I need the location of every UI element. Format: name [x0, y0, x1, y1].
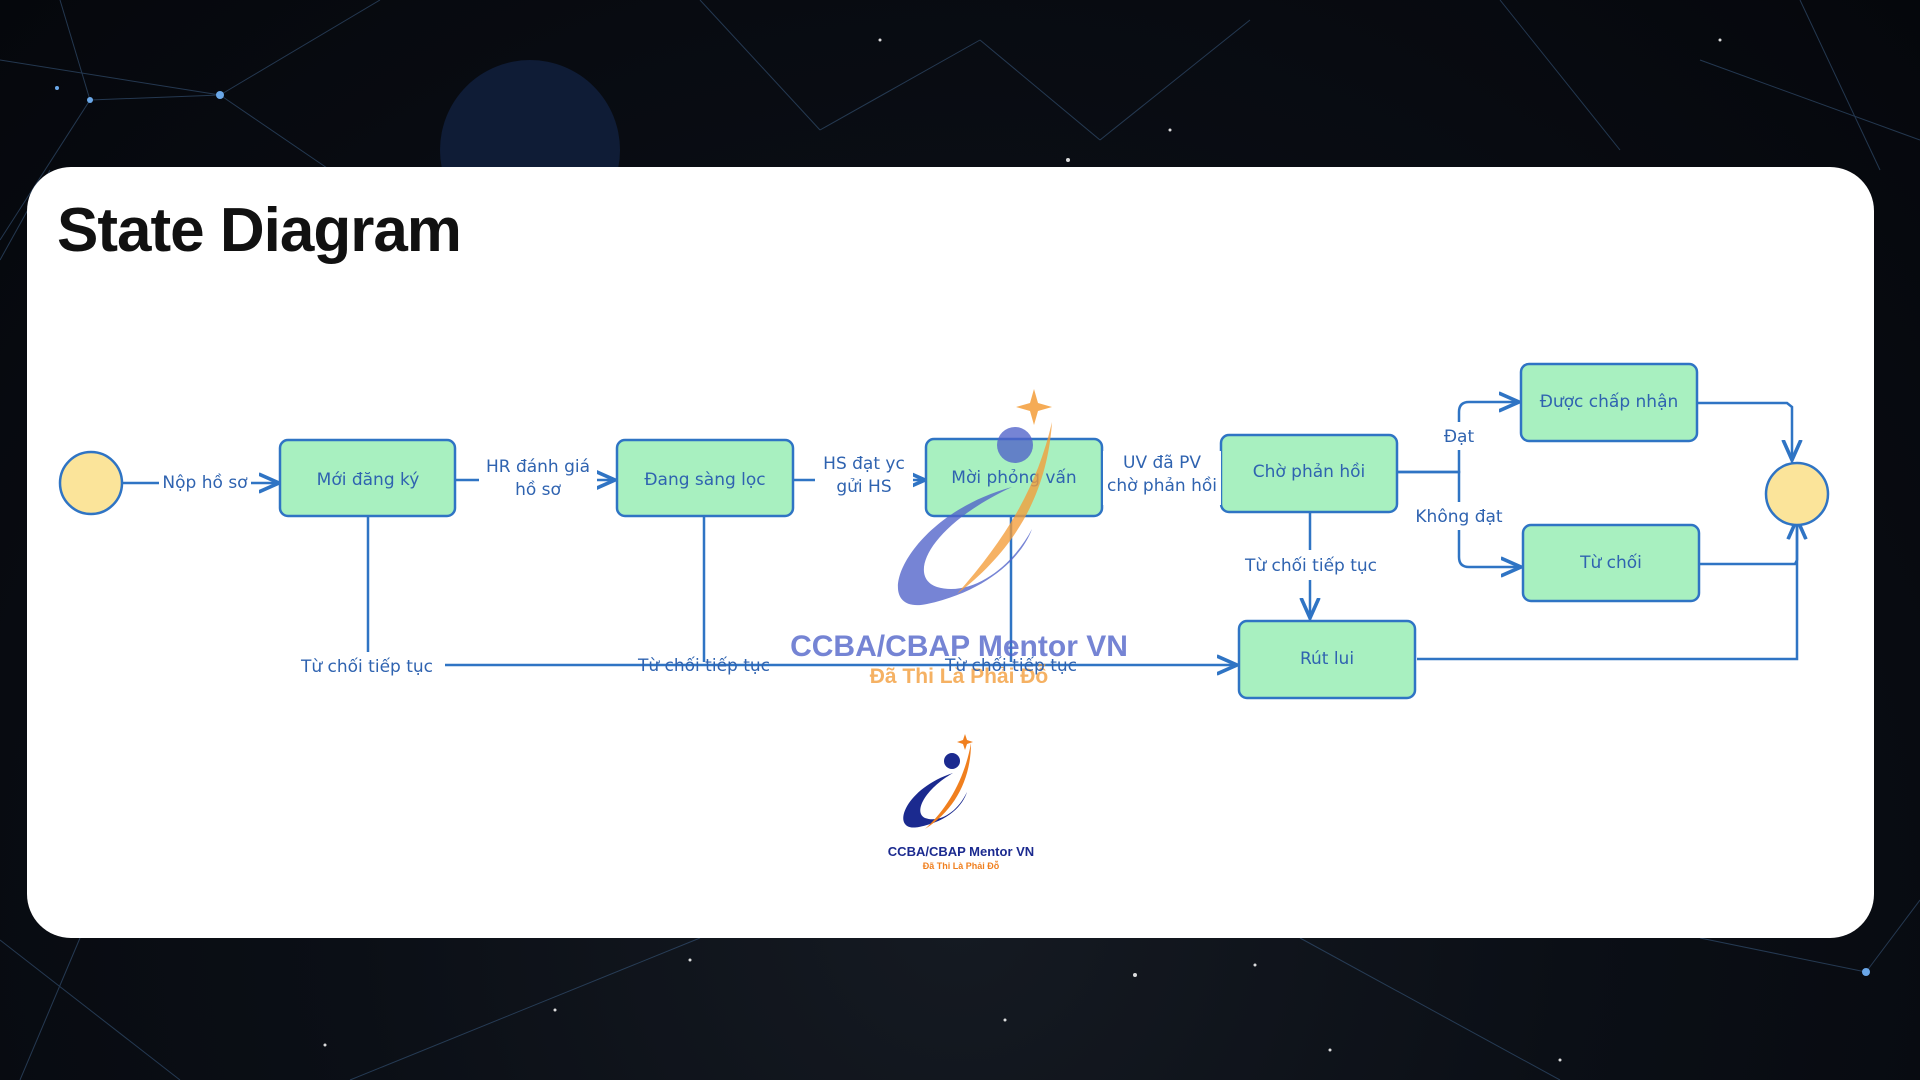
- watermark-title: CCBA/CBAP Mentor VN: [790, 630, 1128, 663]
- transition-label: Đạt: [1444, 427, 1475, 447]
- transition-label: Từ chối tiếp tục: [1244, 555, 1377, 576]
- state-label: Đang sàng lọc: [644, 470, 765, 490]
- watermark-subtitle: Đã Thi Là Phải Đỗ: [870, 664, 1049, 688]
- transition-label: HS đạt yc: [823, 454, 905, 474]
- state-tu-choi: Từ chối: [1521, 523, 1701, 603]
- state-cho-phan-hoi: Chờ phản hồi: [1219, 433, 1399, 514]
- state-label: Mới đăng ký: [317, 470, 420, 490]
- transition-label: hồ sơ: [515, 479, 561, 500]
- state-moi-dang-ky: Mới đăng ký: [278, 438, 457, 518]
- edge-s6-to-end: [1699, 519, 1797, 566]
- state-label: Được chấp nhận: [1540, 391, 1679, 412]
- transition-label: UV đã PV: [1123, 453, 1201, 473]
- state-moi-phong-van: Mời phỏng vấn: [924, 437, 1104, 518]
- slide-card: State Diagram: [27, 167, 1874, 938]
- state-dang-sang-loc: Đang sàng lọc: [615, 438, 795, 518]
- logo-head: [944, 753, 960, 769]
- edge-s5-to-end: [1697, 401, 1792, 460]
- logo-title: CCBA/CBAP Mentor VN: [888, 844, 1034, 859]
- brand-logo: CCBA/CBAP Mentor VN Đã Thi Là Phải Đỗ: [888, 734, 1034, 871]
- transition-label: chờ phản hồi: [1107, 475, 1217, 496]
- edge-s4-to-s6: [1397, 470, 1521, 567]
- state-rut-lui: Rút lui: [1237, 619, 1417, 700]
- logo-star-icon: [957, 734, 973, 750]
- transition-label: gửi HS: [836, 477, 891, 497]
- logo-subtitle: Đã Thi Là Phải Đỗ: [923, 861, 1000, 871]
- slide-title: State Diagram: [57, 196, 462, 265]
- final-state: [1764, 461, 1830, 527]
- watermark-star-icon: [1016, 389, 1052, 425]
- logo-swoosh-blue: [903, 773, 967, 828]
- transition-label: Từ chối tiếp tục: [300, 656, 433, 677]
- logo-swoosh-orange: [925, 743, 971, 829]
- state-label: Mời phỏng vấn: [951, 467, 1076, 488]
- state-diagram: Mới đăng ký Đang sàng lọc Mời phỏng vấn …: [58, 362, 1830, 871]
- state-duoc-chap-nhan: Được chấp nhận: [1519, 362, 1699, 443]
- edge-s7-to-end: [1417, 519, 1799, 661]
- state-label: Rút lui: [1300, 649, 1354, 669]
- transition-label: Không đạt: [1415, 507, 1503, 527]
- transition-label: Từ chối tiếp tục: [637, 655, 770, 676]
- watermark: CCBA/CBAP Mentor VN Đã Thi Là Phải Đỗ: [790, 389, 1128, 688]
- initial-state: [58, 450, 124, 516]
- transition-label: Từ chối tiếp tục: [944, 655, 1077, 676]
- watermark-head: [997, 427, 1033, 463]
- transition-label: HR đánh giá: [486, 457, 590, 477]
- state-label: Chờ phản hồi: [1253, 461, 1366, 482]
- state-label: Từ chối: [1579, 552, 1642, 573]
- watermark-swoosh-blue: [897, 487, 1032, 606]
- transition-label: Nộp hồ sơ: [162, 472, 248, 493]
